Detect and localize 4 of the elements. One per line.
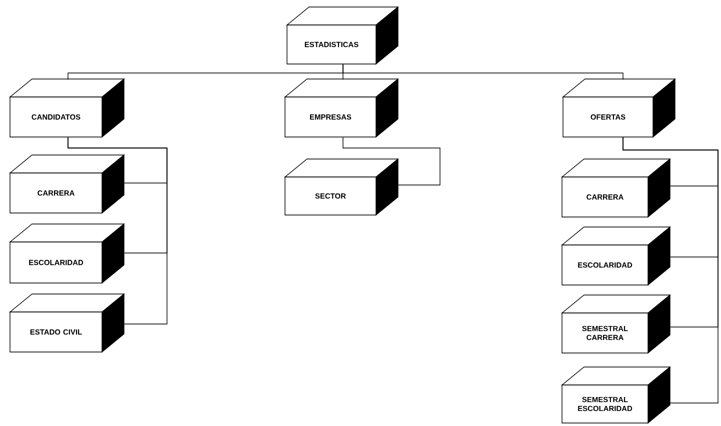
connector-line bbox=[68, 137, 168, 324]
connector-line bbox=[342, 137, 440, 186]
connector-line bbox=[622, 137, 718, 404]
connector-line bbox=[342, 64, 624, 80]
